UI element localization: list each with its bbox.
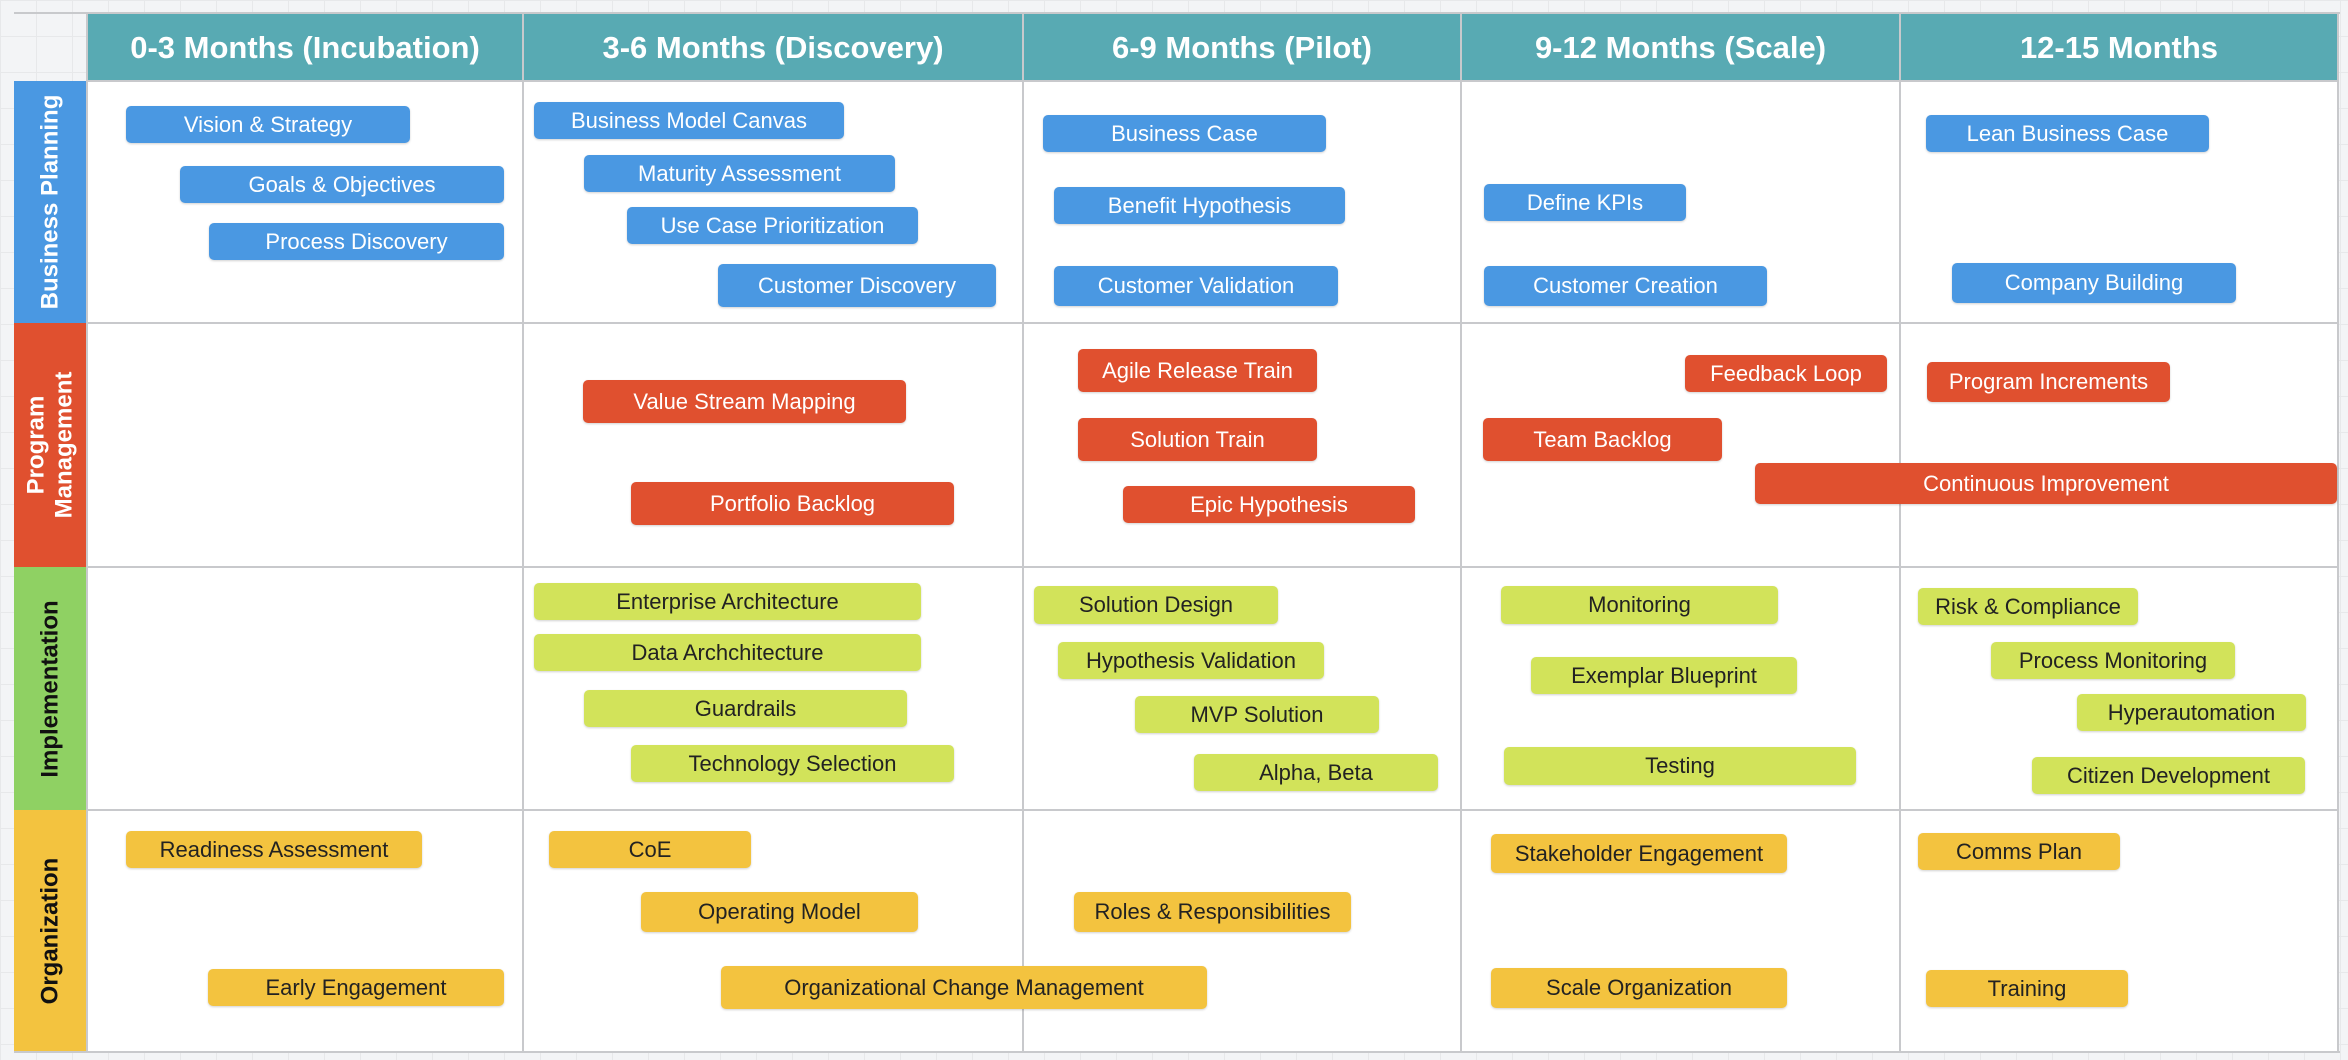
card-scale-organization[interactable]: Scale Organization [1491, 968, 1787, 1008]
card-agile-release-train[interactable]: Agile Release Train [1078, 349, 1317, 392]
grid-frame-right [2337, 12, 2339, 1053]
card-stakeholder-engagement[interactable]: Stakeholder Engagement [1491, 834, 1787, 873]
card-portfolio-backlog[interactable]: Portfolio Backlog [631, 482, 954, 525]
card-customer-creation[interactable]: Customer Creation [1484, 266, 1767, 306]
card-exemplar-blueprint[interactable]: Exemplar Blueprint [1531, 657, 1797, 694]
card-business-model-canvas[interactable]: Business Model Canvas [534, 102, 844, 139]
card-readiness-assessment[interactable]: Readiness Assessment [126, 831, 422, 868]
card-process-monitoring[interactable]: Process Monitoring [1991, 642, 2235, 679]
card-hypothesis-validation[interactable]: Hypothesis Validation [1058, 642, 1324, 679]
card-lean-business-case[interactable]: Lean Business Case [1926, 115, 2209, 152]
card-feedback-loop[interactable]: Feedback Loop [1685, 355, 1887, 392]
row-band-business-planning: Business Planning [14, 81, 87, 323]
card-company-building[interactable]: Company Building [1952, 263, 2236, 303]
card-process-discovery[interactable]: Process Discovery [209, 223, 504, 260]
card-risk-compliance[interactable]: Risk & Compliance [1918, 588, 2138, 625]
card-comms-plan[interactable]: Comms Plan [1918, 833, 2120, 870]
grid-column-divider [86, 14, 88, 1052]
card-customer-discovery[interactable]: Customer Discovery [718, 264, 996, 307]
card-monitoring[interactable]: Monitoring [1501, 586, 1778, 624]
column-header-incubation: 0-3 Months (Incubation) [130, 29, 480, 65]
row-label-implementation: Implementation [36, 599, 64, 778]
grid-frame-top [14, 12, 2340, 14]
card-customer-validation[interactable]: Customer Validation [1054, 266, 1338, 306]
row-label-organization: Organization [36, 857, 64, 1005]
card-team-backlog[interactable]: Team Backlog [1483, 418, 1722, 461]
grid-column-divider [522, 14, 524, 1052]
card-alpha-beta[interactable]: Alpha, Beta [1194, 754, 1438, 791]
card-operating-model[interactable]: Operating Model [641, 892, 918, 932]
row-band-program-management: Program Management [14, 323, 87, 567]
column-header-scale: 9-12 Months (Scale) [1534, 29, 1827, 65]
card-data-architecture[interactable]: Data Archchitecture [534, 634, 921, 671]
card-use-case-prioritization[interactable]: Use Case Prioritization [627, 207, 918, 244]
card-citizen-development[interactable]: Citizen Development [2032, 757, 2305, 794]
card-business-case[interactable]: Business Case [1043, 115, 1326, 152]
card-coe[interactable]: CoE [549, 831, 751, 868]
column-header-discovery: 3-6 Months (Discovery) [602, 29, 944, 65]
row-band-organization: Organization [14, 810, 87, 1052]
card-maturity-assessment[interactable]: Maturity Assessment [584, 155, 895, 192]
row-band-implementation: Implementation [14, 567, 87, 810]
column-header-12-15-months: 12-15 Months [2019, 29, 2219, 65]
grid-column-divider [1899, 14, 1901, 1052]
card-solution-train[interactable]: Solution Train [1078, 418, 1317, 461]
card-vision-strategy[interactable]: Vision & Strategy [126, 106, 410, 143]
column-header-bar [87, 14, 2338, 81]
card-hyperautomation[interactable]: Hyperautomation [2077, 694, 2306, 731]
card-solution-design[interactable]: Solution Design [1034, 586, 1278, 624]
grid-column-divider [1460, 14, 1462, 1052]
card-roles-responsibilities[interactable]: Roles & Responsibilities [1074, 892, 1351, 932]
card-define-kpis[interactable]: Define KPIs [1484, 184, 1686, 221]
card-early-engagement[interactable]: Early Engagement [208, 969, 504, 1006]
grid-column-divider [1022, 14, 1024, 1052]
card-guardrails[interactable]: Guardrails [584, 690, 907, 727]
card-testing[interactable]: Testing [1504, 747, 1856, 785]
grid-row-divider [87, 80, 2338, 82]
card-value-stream-mapping[interactable]: Value Stream Mapping [583, 380, 906, 423]
card-training[interactable]: Training [1926, 970, 2128, 1007]
grid-row-divider [87, 809, 2338, 811]
row-label-program-management: Program Management [22, 371, 78, 519]
card-mvp-solution[interactable]: MVP Solution [1135, 696, 1379, 733]
card-organizational-change-management[interactable]: Organizational Change Management [721, 966, 1207, 1009]
row-label-business-planning: Business Planning [36, 94, 64, 310]
card-technology-selection[interactable]: Technology Selection [631, 745, 954, 782]
card-benefit-hypothesis[interactable]: Benefit Hypothesis [1054, 187, 1345, 224]
card-program-increments[interactable]: Program Increments [1927, 362, 2170, 402]
card-epic-hypothesis[interactable]: Epic Hypothesis [1123, 486, 1415, 523]
grid-row-divider [87, 322, 2338, 324]
card-goals-objectives[interactable]: Goals & Objectives [180, 166, 504, 203]
column-header-pilot: 6-9 Months (Pilot) [1111, 29, 1373, 65]
card-continuous-improvement[interactable]: Continuous Improvement [1755, 463, 2337, 504]
card-enterprise-architecture[interactable]: Enterprise Architecture [534, 583, 921, 620]
grid-frame-bottom [14, 1051, 2340, 1053]
grid-row-divider [87, 566, 2338, 568]
